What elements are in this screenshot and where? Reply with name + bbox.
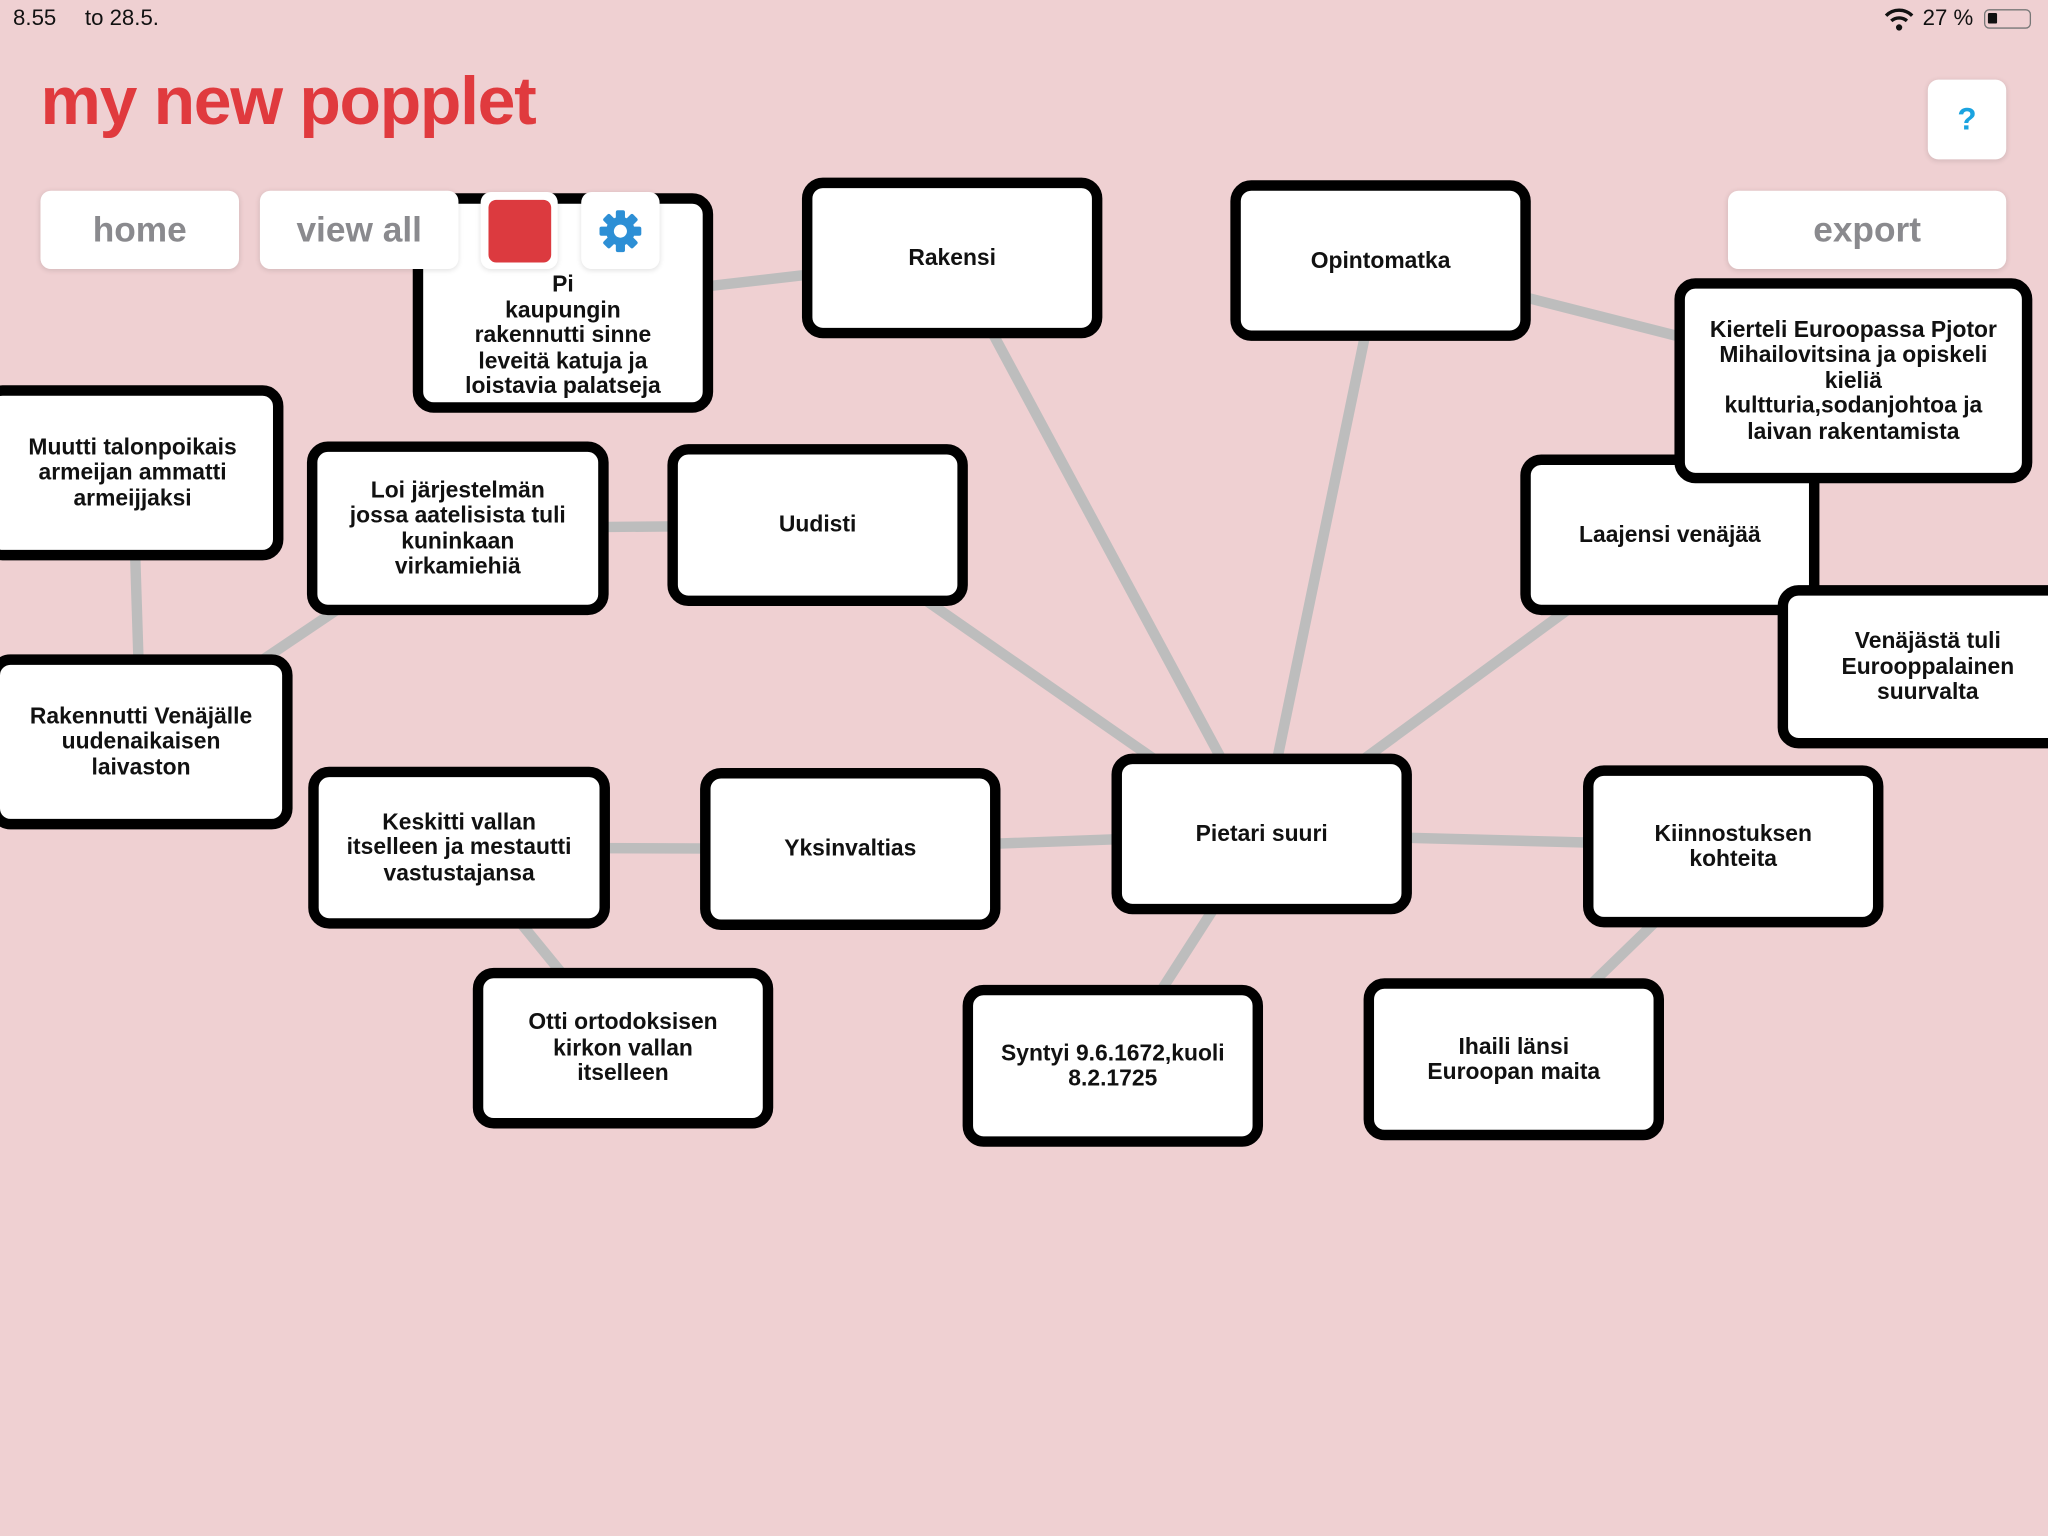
page-title[interactable]: my new popplet <box>40 63 536 140</box>
node-yksinvaltias[interactable]: Yksinvaltias <box>700 767 1001 930</box>
edge-pietari-suuri-rakensi <box>947 255 1267 837</box>
gear-icon <box>599 209 642 252</box>
node-text-line: Muutti talonpoikais <box>28 433 237 460</box>
status-time: 8.55 <box>13 5 57 31</box>
node-text-line: jossa aatelisista tuli <box>349 501 566 528</box>
view-all-button[interactable]: view all <box>259 190 459 270</box>
wifi-icon <box>1884 8 1914 31</box>
node-text-line: itselleen <box>577 1059 669 1086</box>
node-text-line: 8.2.1725 <box>1068 1064 1158 1091</box>
node-text-line: armeijjaksi <box>73 484 192 511</box>
node-rakensi[interactable]: Rakensi <box>801 177 1103 339</box>
node-text-line: Ihaili länsi <box>1458 1032 1570 1059</box>
node-text-line: Euroopan maita <box>1427 1057 1601 1085</box>
node-text-line: kaupungin <box>505 295 621 322</box>
settings-button[interactable] <box>581 191 660 270</box>
node-text-line: Otti ortodoksisen <box>528 1008 718 1035</box>
node-text-line: vastustajansa <box>383 859 535 886</box>
node-text-line: Mihailovitsina ja opiskeli <box>1719 341 1988 368</box>
node-pietari-suuri[interactable]: Pietari suuri <box>1111 753 1412 915</box>
node-text-line: Kierteli Euroopassa Pjotor <box>1709 315 1997 342</box>
color-swatch <box>487 199 551 262</box>
node-text-line: Kiinnostuksen <box>1654 819 1812 846</box>
home-button[interactable]: home <box>40 190 240 270</box>
node-text-line: laivan rakentamista <box>1747 417 1960 444</box>
node-text-line: Eurooppalainen <box>1841 652 2015 679</box>
node-uudisti[interactable]: Uudisti <box>667 444 968 607</box>
node-text-line: Rakensi <box>908 243 996 271</box>
node-text-line: itselleen ja mestautti <box>346 833 572 860</box>
node-text-line: loistavia palatseja <box>465 372 661 399</box>
node-text-line: Pietari suuri <box>1195 819 1328 847</box>
color-picker-button[interactable] <box>480 191 558 270</box>
node-text-line: suurvalta <box>1876 678 1979 705</box>
node-text-line: Laajensi venäjää <box>1579 520 1761 547</box>
node-text-line: Rakennutti Venäjälle <box>29 702 253 729</box>
node-text-line: Keskitti vallan <box>382 808 536 835</box>
node-text-line: leveitä katuja ja <box>478 346 648 373</box>
node-text-line: armeijan ammatti <box>38 458 227 485</box>
node-text-line: laivaston <box>91 753 191 780</box>
node-text-line: Uudisti <box>778 511 857 538</box>
export-button[interactable]: export <box>1727 190 2007 270</box>
node-text-line: kuninkaan <box>401 527 515 554</box>
node-text-line: kirkon vallan <box>553 1034 693 1061</box>
node-text-line: uudenaikaisen <box>61 727 221 754</box>
node-text-line: rakennutti sinne <box>474 321 652 348</box>
node-text-line: Syntyi 9.6.1672,kuoli <box>1000 1039 1225 1066</box>
node-text-line: Yksinvaltias <box>784 834 917 862</box>
battery-icon <box>1983 9 2032 29</box>
edge-pietari-suuri-opintomatka <box>1256 259 1386 836</box>
battery-percent: 27 % <box>1922 5 1974 31</box>
node-text-line: Venäjästä tuli <box>1854 627 2001 654</box>
node-text-line: virkamiehiä <box>394 552 521 579</box>
node-text-line: Loi järjestelmän <box>370 476 545 503</box>
node-text-line: Opintomatka <box>1310 246 1451 273</box>
help-button[interactable]: ? <box>1927 79 2007 160</box>
node-text-line: Pi <box>552 270 574 297</box>
node-text-line: kieliä <box>1824 366 1882 393</box>
node-opintomatka[interactable]: Opintomatka <box>1230 180 1531 341</box>
node-text-line: kohteita <box>1689 845 1778 872</box>
status-date: to 28.5. <box>84 5 159 31</box>
node-text-line: kultturia,sodanjohtoa ja <box>1724 392 1983 419</box>
